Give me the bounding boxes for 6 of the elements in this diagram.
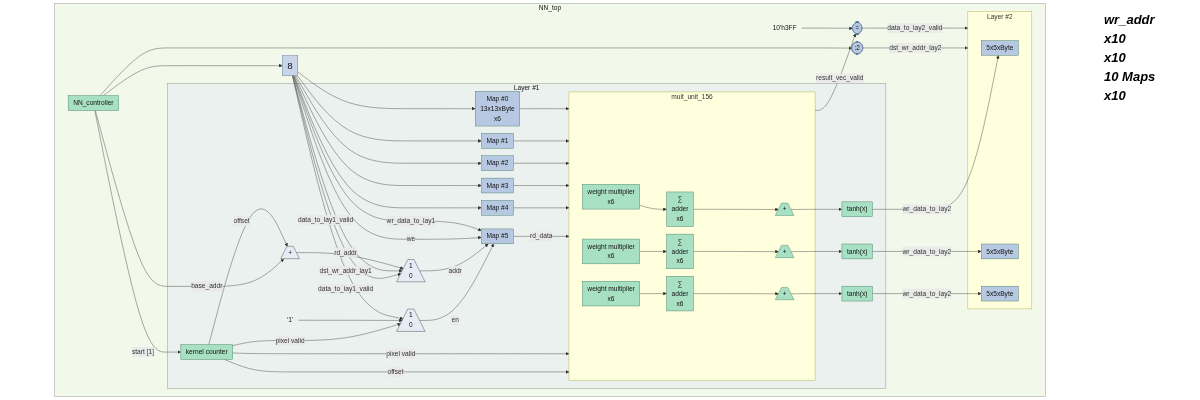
- annotation-label: x10: [1104, 50, 1127, 65]
- annotation-label: x10: [1104, 31, 1127, 46]
- annotation-label: x10: [1104, 88, 1127, 103]
- annotation-label: wr_addr: [1104, 12, 1156, 27]
- node-box: 8: [282, 55, 298, 76]
- annotation-label: 10 Maps: [1104, 69, 1157, 84]
